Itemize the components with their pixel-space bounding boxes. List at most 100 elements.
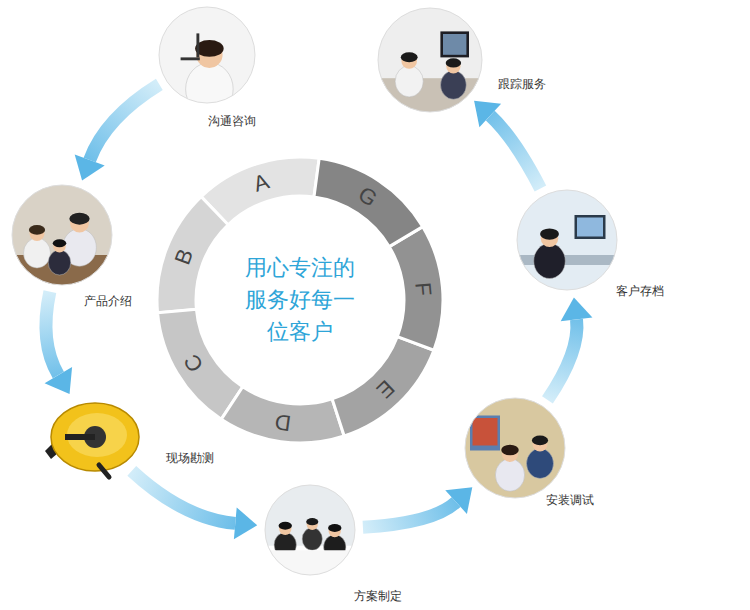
- photo-illustration: [159, 7, 255, 115]
- person-hair: [401, 52, 418, 62]
- photo-circle: 沟通咨询: [159, 7, 255, 103]
- person-head: [329, 525, 341, 537]
- person-hair: [53, 239, 67, 247]
- photo-rim: [159, 7, 255, 103]
- photo-circle: 跟踪服务: [378, 8, 482, 112]
- person-body: [186, 63, 234, 116]
- photo-illustration: [265, 485, 355, 577]
- arrow-head: [474, 101, 501, 128]
- arrow-shaft: [363, 502, 456, 527]
- person-head: [279, 523, 291, 535]
- person-body: [395, 66, 423, 97]
- photo-rim: [265, 485, 355, 575]
- center-slogan: 用心专注的 服务好每一 位客户: [238, 252, 361, 348]
- center-disc-fill: [197, 197, 403, 403]
- arrow-head: [561, 298, 593, 322]
- arrow-head: [45, 367, 73, 394]
- photo-shape: [443, 34, 466, 55]
- step-label: 跟踪服务: [498, 77, 546, 91]
- person-hair: [540, 228, 559, 239]
- person-hair: [69, 213, 89, 225]
- flow-arrow: [75, 84, 160, 180]
- person-body: [302, 528, 322, 551]
- photo-circle: 产品介绍: [12, 185, 112, 285]
- person-head: [307, 519, 318, 530]
- person-head: [53, 240, 66, 253]
- person-head: [446, 59, 460, 73]
- flow-arrow: [474, 101, 540, 189]
- photo-illustration: [12, 185, 112, 290]
- photo-background: [465, 398, 565, 498]
- ring-segment-shape: [221, 387, 344, 443]
- person-head: [502, 446, 518, 462]
- person-head: [533, 437, 548, 452]
- ring-segment: F: [389, 226, 443, 351]
- person-body: [48, 250, 71, 275]
- ring-segment-shape: [332, 337, 434, 436]
- step-label: 产品介绍: [84, 294, 132, 308]
- person-body: [534, 244, 566, 279]
- ring-segment-shape: [389, 227, 443, 351]
- photo-shape: [196, 33, 199, 57]
- photo-shape: [265, 550, 355, 577]
- ring-segment-shape: [157, 197, 228, 313]
- ring-segment: G: [313, 158, 423, 247]
- segment-letter: F: [411, 281, 434, 296]
- person-hair: [29, 225, 45, 235]
- step-label: 现场勘测: [166, 451, 214, 465]
- photo-rim: [12, 185, 112, 285]
- ring-segment: E: [332, 336, 434, 437]
- photo-illustration: [517, 190, 617, 290]
- photo-shape: [517, 255, 617, 265]
- photo-circle: 安装调试: [465, 398, 565, 498]
- arrow-shaft: [132, 471, 236, 523]
- flow-arrow: [547, 298, 592, 400]
- person-head: [401, 53, 417, 69]
- node-outline: [12, 185, 112, 285]
- tape-case: [51, 403, 139, 471]
- step-label: 客户存档: [616, 284, 664, 298]
- flow-arrow: [363, 487, 472, 527]
- arrow-head: [75, 154, 105, 180]
- photo-illustration: [465, 398, 565, 498]
- ring-segment-shape: [158, 309, 243, 419]
- arrow-head: [445, 487, 472, 514]
- photo-circle: 方案制定: [265, 485, 355, 575]
- person-body: [441, 71, 467, 100]
- photo-circle: 客户存档: [517, 190, 617, 290]
- node-outline: [465, 398, 565, 498]
- arrow-shaft: [90, 84, 160, 160]
- person-hair: [279, 522, 292, 530]
- tape-crank: [65, 434, 95, 440]
- tape-measure-node: 现场勘测: [53, 395, 137, 479]
- person-body: [495, 459, 524, 492]
- arrow-shaft: [490, 116, 540, 189]
- tape-handle: [99, 465, 109, 477]
- ring-segment: D: [221, 386, 345, 443]
- person-hair: [195, 40, 224, 57]
- person-body: [24, 238, 51, 268]
- person-hair: [532, 436, 548, 446]
- arrow-head: [234, 507, 257, 539]
- photo-illustration: [378, 8, 482, 115]
- person-body: [527, 449, 554, 479]
- person-hair: [446, 58, 461, 67]
- step-label: 安装调试: [546, 493, 594, 507]
- node-outline: [53, 395, 137, 479]
- person-head: [30, 226, 45, 241]
- node-outline: [265, 485, 355, 575]
- flow-arrow: [132, 471, 257, 539]
- photo-rim: [465, 398, 565, 498]
- photo-shape: [473, 418, 498, 446]
- flow-arrow: [45, 292, 73, 394]
- photo-shape: [575, 215, 606, 239]
- photo-shape: [470, 416, 500, 451]
- photo-rim: [378, 8, 482, 112]
- arrow-shaft: [46, 292, 58, 375]
- photo-rim: [517, 190, 617, 290]
- person-hair: [501, 445, 519, 455]
- step-label: 沟通咨询: [208, 114, 256, 128]
- arrow-shaft: [547, 319, 576, 399]
